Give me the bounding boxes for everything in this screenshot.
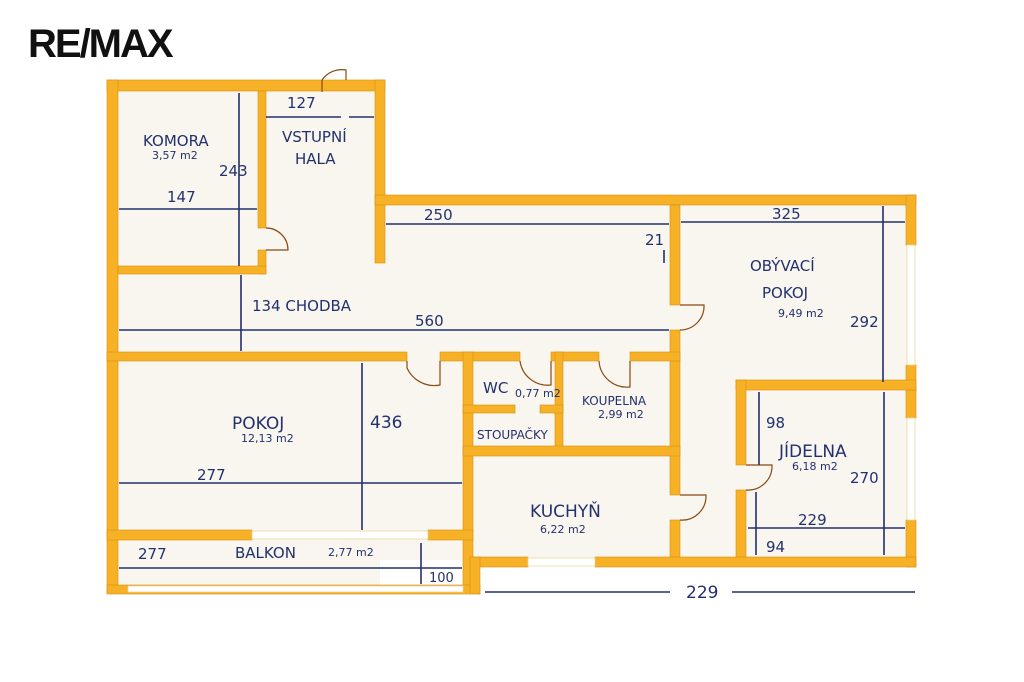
room-kuchyn-area: 6,22 m2	[540, 523, 586, 536]
koupelna-door[interactable]	[598, 360, 631, 388]
dim-balkon-width: 277	[138, 545, 167, 563]
komora-door[interactable]	[265, 227, 289, 251]
room-obyvaci-label-1: OBÝVACÍ	[750, 256, 815, 275]
dim-chodba-length: 560	[415, 312, 444, 330]
dim-chodba-upper: 250	[424, 206, 453, 224]
dim-obyvaci-height: 292	[850, 313, 879, 331]
living-door[interactable]	[679, 304, 705, 331]
room-hala-label-2: HALA	[295, 150, 336, 168]
room-obyvaci-label-2: POKOJ	[762, 284, 808, 302]
room-wc-label: WC	[483, 379, 508, 397]
room-wc-area: 0,77 m2	[515, 387, 561, 400]
room-koupelna-area: 2,99 m2	[598, 408, 644, 421]
room-stoupacky-label: STOUPAČKY	[477, 427, 548, 442]
dim-jidelna-width: 229	[798, 511, 827, 529]
room-chodba-label: 134 CHODBA	[252, 297, 352, 315]
kitchen-door[interactable]	[679, 494, 707, 521]
room-komora-area: 3,57 m2	[152, 149, 198, 162]
jidelna-door[interactable]	[745, 464, 773, 491]
room-balkon-area: 2,77 m2	[328, 546, 374, 559]
room-obyvaci-area: 9,49 m2	[778, 307, 824, 320]
dim-chodba-step: 21	[645, 231, 664, 249]
room-jidelna-label: JÍDELNA	[778, 440, 847, 462]
room-koupelna-label: KOUPELNA	[582, 394, 647, 408]
dimension-labels: 127 243 147 250 21 560 325 292 436 277 2…	[138, 94, 879, 603]
room-hala-label-1: VSTUPNÍ	[282, 127, 347, 146]
room-pokoj-label: POKOJ	[232, 414, 284, 434]
dim-jidelna-lower: 94	[766, 538, 785, 556]
room-labels: KOMORA 3,57 m2 VSTUPNÍ HALA 134 CHODBA O…	[143, 127, 847, 562]
living-window	[906, 244, 916, 366]
dim-komora-height: 243	[219, 162, 248, 180]
room-balkon-label: BALKON	[235, 544, 296, 562]
dim-jidelna-upper: 98	[766, 414, 785, 432]
entrance-door[interactable]	[321, 69, 347, 92]
room-komora-label: KOMORA	[143, 132, 209, 150]
dim-pokoj-height: 436	[370, 413, 402, 433]
balcony-door	[251, 530, 429, 540]
openings	[127, 69, 916, 593]
wc-door[interactable]	[519, 360, 552, 386]
dining-window	[906, 417, 916, 521]
dim-komora-width: 147	[167, 188, 196, 206]
remax-logo: RE/MAX	[28, 22, 174, 66]
dim-bottom-width: 229	[686, 583, 718, 603]
room-pokoj-area: 12,13 m2	[241, 432, 294, 445]
room-jidelna-area: 6,18 m2	[792, 460, 838, 473]
dimension-lines	[119, 93, 915, 593]
dim-obyvaci-width: 325	[772, 205, 801, 223]
dim-pokoj-width: 277	[197, 466, 226, 484]
dim-balkon-depth: 100	[429, 571, 454, 586]
dim-jidelna-height: 270	[850, 469, 879, 487]
balcony-railing	[127, 585, 464, 593]
dim-hala-width: 127	[287, 94, 316, 112]
pokoj-door[interactable]	[406, 361, 441, 387]
room-kuchyn-label: KUCHYŇ	[530, 500, 601, 522]
kitchen-window	[527, 557, 596, 567]
